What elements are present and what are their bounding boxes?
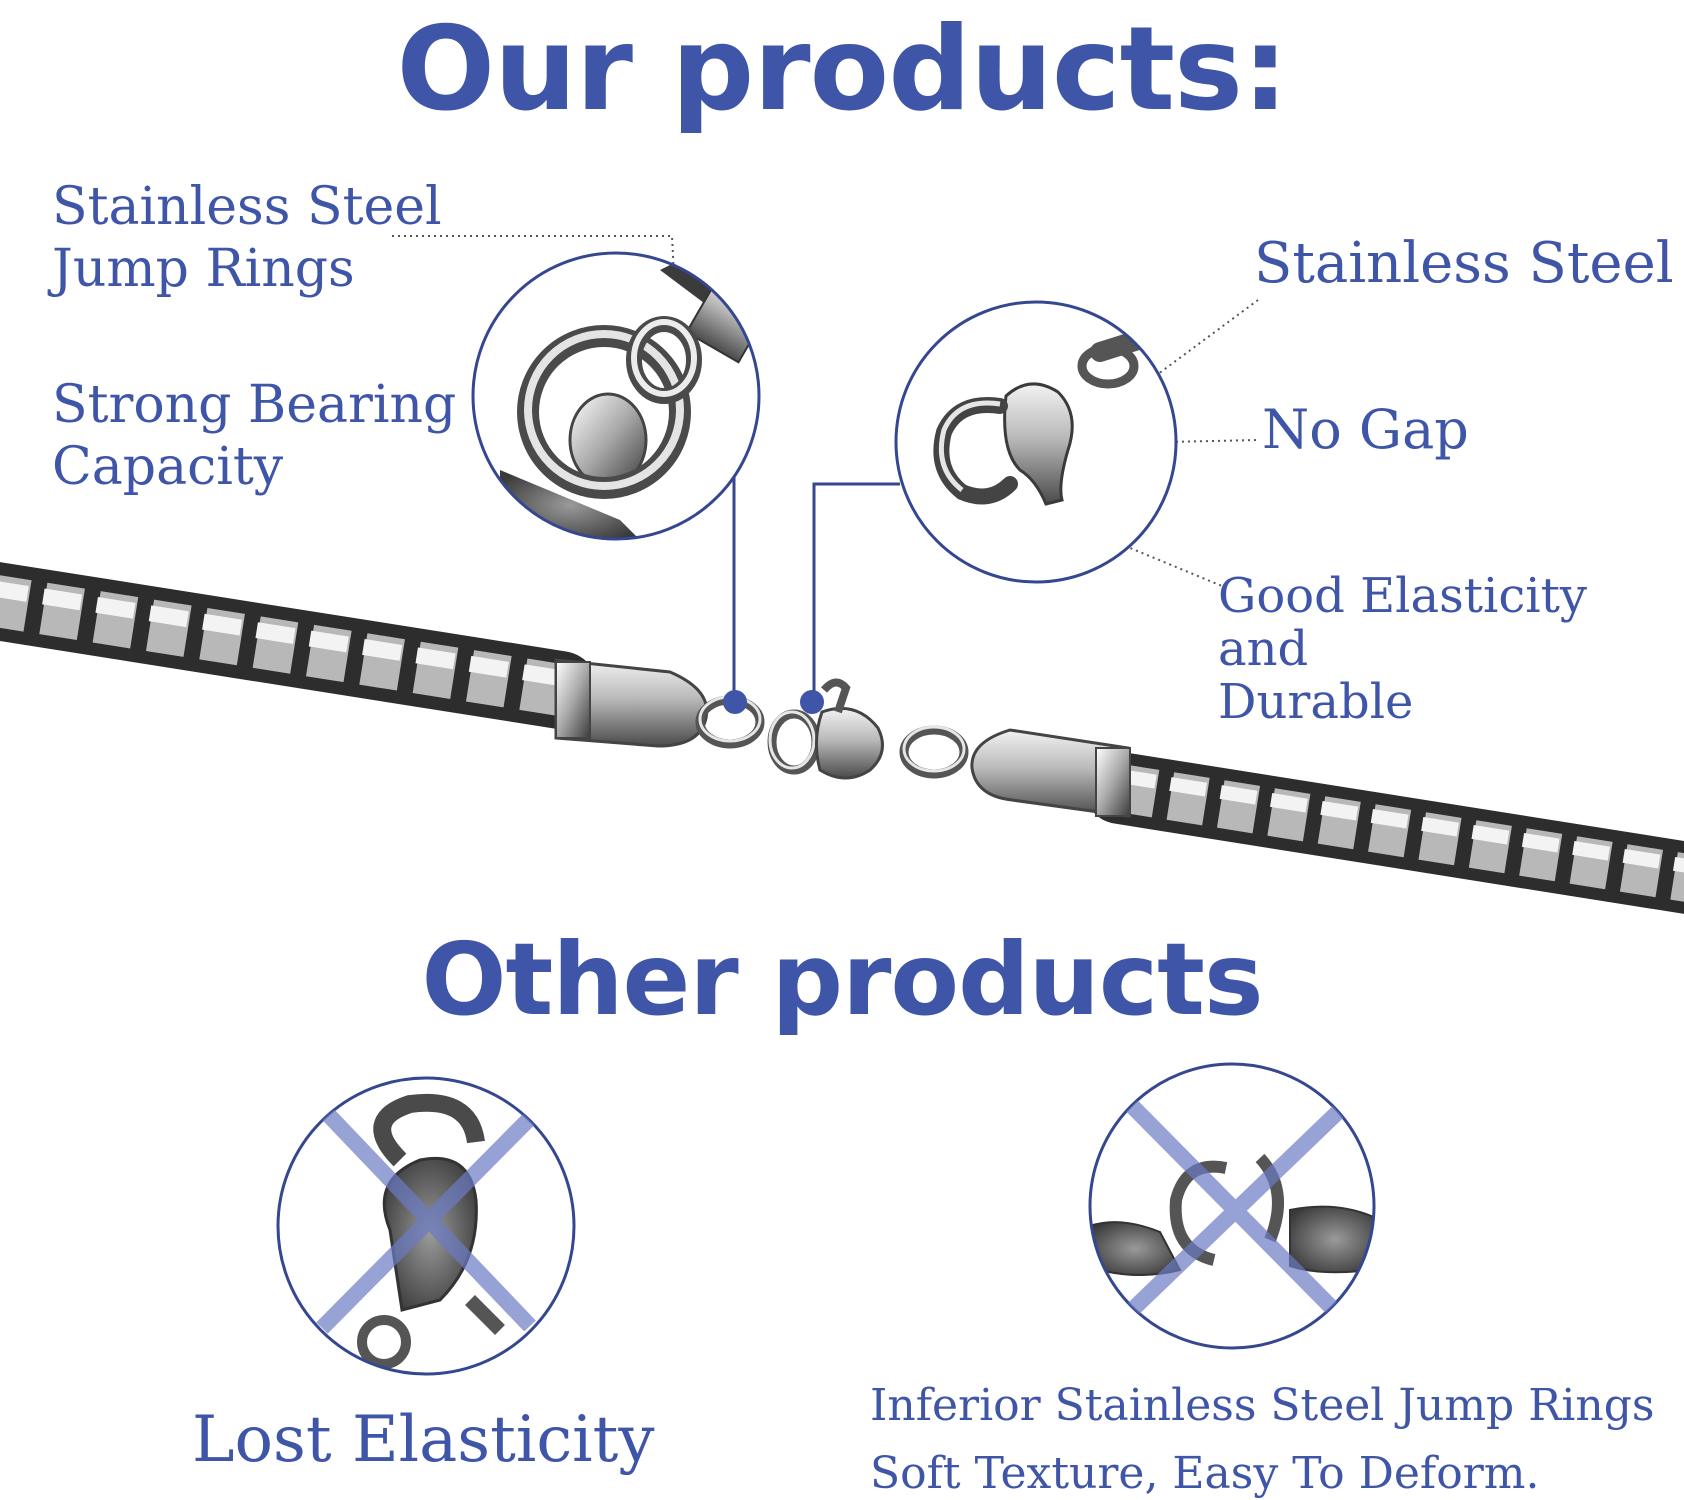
box-chain-left (0, 562, 599, 729)
heading-our-products: Our products: (396, 2, 1289, 137)
label-elasticity: Good Elasticity and Durable (1218, 568, 1588, 730)
cross-mark (314, 1100, 544, 1334)
cross-mark (1126, 1100, 1346, 1316)
jump-ring-closeup (471, 251, 761, 541)
lobster-clasp-closeup (894, 300, 1178, 584)
label-inferior-jump-rings: Inferior Stainless Steel Jump Rings Soft… (870, 1380, 1655, 1500)
label-clasp-material: Stainless Steel (1254, 231, 1674, 296)
end-cap-left (554, 658, 709, 748)
lobster-clasp-small (815, 678, 884, 780)
label-strong-bearing: Strong Bearing Capacity (52, 375, 457, 498)
label-lost-elasticity: Lost Elasticity (192, 1403, 655, 1477)
inferior-clasp-image (276, 1076, 576, 1376)
heading-other-products: Other products (421, 921, 1264, 1038)
label-no-gap: No Gap (1262, 398, 1469, 461)
small-jump-rings-highlight (698, 695, 966, 773)
callout-dot-right (800, 690, 824, 714)
callout-dot-left (723, 690, 747, 714)
label-jump-rings: Stainless Steel Jump Rings (52, 177, 442, 300)
callout-lines (732, 470, 900, 704)
inferior-jump-ring-image (1088, 1062, 1376, 1350)
box-chain-right (1084, 752, 1684, 914)
end-cap-right (970, 728, 1131, 818)
